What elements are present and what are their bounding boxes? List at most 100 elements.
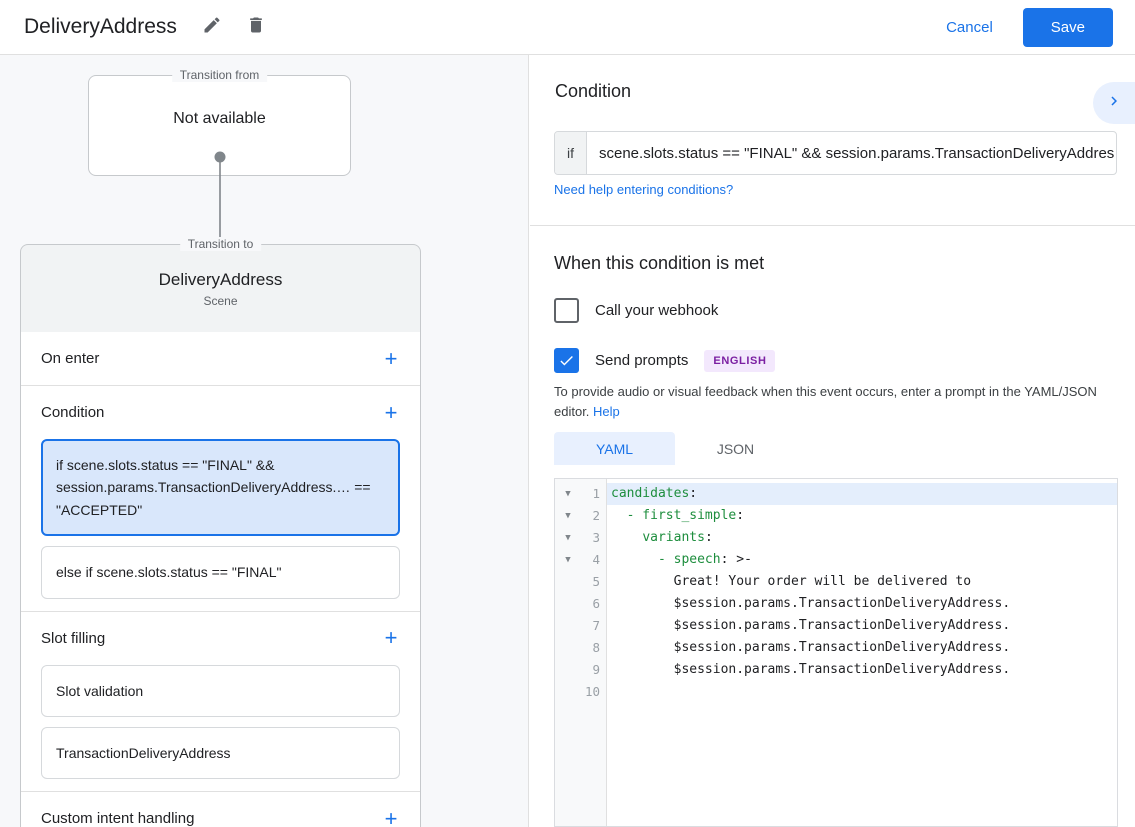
line-number: 10: [584, 684, 600, 699]
fold-toggle-icon[interactable]: ▼: [565, 511, 571, 521]
transition-to-legend: Transition to: [179, 237, 262, 251]
add-icon[interactable]: +: [384, 399, 398, 425]
line-number: 3: [592, 530, 600, 545]
panel-divider: [530, 225, 1135, 226]
scene-section: On enter +: [21, 332, 420, 385]
scene-graph-panel: Transition from Not available Transition…: [0, 55, 529, 827]
condition-header-row: Condition: [530, 55, 1135, 102]
line-number: 8: [592, 640, 600, 655]
editor-fold-column[interactable]: ▼ ▼ ▼ ▼: [555, 479, 581, 826]
tab-yaml[interactable]: YAML: [554, 432, 675, 465]
page-title: DeliveryAddress: [24, 15, 177, 38]
fold-spacer: [555, 681, 581, 703]
line-number: 1: [592, 486, 600, 501]
condition-header: Condition: [555, 81, 632, 101]
pencil-icon: [202, 15, 222, 40]
fold-toggle-icon[interactable]: ▼: [565, 489, 571, 499]
code-line[interactable]: variants:: [607, 527, 1117, 549]
send-prompts-row[interactable]: Send prompts ENGLISH: [554, 348, 776, 373]
scene-section-title: On enter: [41, 350, 100, 367]
transition-to-title: DeliveryAddress: [158, 270, 283, 289]
scene-section-header: Slot filling +: [21, 612, 420, 665]
when-condition-met-title: When this condition is met: [554, 253, 765, 273]
yaml-punct-token: :: [689, 486, 698, 501]
condition-expression-input[interactable]: if scene.slots.status == "FINAL" && sess…: [554, 131, 1117, 175]
list-item[interactable]: Slot validation: [41, 664, 400, 717]
editor-format-tabs: YAML JSON: [554, 432, 796, 465]
fold-toggle-icon[interactable]: ▼: [565, 533, 571, 543]
add-icon[interactable]: +: [384, 625, 398, 651]
yaml-punct-token: :: [736, 508, 745, 523]
scene-section-title: Custom intent handling: [41, 810, 195, 827]
line-number: 2: [592, 508, 600, 523]
yaml-punct-token: : >-: [720, 552, 752, 567]
scene-section-header: Condition +: [21, 386, 420, 439]
scene-section-title: Condition: [41, 404, 105, 421]
editor-code-area[interactable]: candidates: - first_simple: variants: - …: [607, 479, 1117, 826]
edit-name-button[interactable]: [195, 10, 229, 44]
code-line[interactable]: - first_simple:: [607, 505, 1117, 527]
code-line[interactable]: $session.params.TransactionDeliveryAddre…: [611, 640, 1011, 655]
transition-from-legend: Transition from: [171, 68, 268, 82]
list-item-selected[interactable]: if scene.slots.status == "FINAL" && sess…: [41, 439, 400, 537]
fold-spacer: [555, 593, 581, 615]
call-webhook-row[interactable]: Call your webhook: [554, 298, 718, 323]
save-button[interactable]: Save: [1022, 7, 1113, 47]
scene-section: Custom intent handling +: [21, 791, 420, 827]
fold-spacer: [555, 659, 581, 681]
scene-section-body: if scene.slots.status == "FINAL" && sess…: [21, 439, 420, 611]
yaml-key-token: - speech: [657, 552, 721, 567]
tab-json[interactable]: JSON: [716, 440, 755, 457]
transition-to-card[interactable]: Transition to DeliveryAddress Scene: [20, 237, 421, 332]
yaml-key-token: - first_simple: [626, 508, 737, 523]
prompts-help-link[interactable]: Help: [593, 404, 620, 420]
code-line[interactable]: Great! Your order will be delivered to: [611, 574, 972, 589]
list-item[interactable]: TransactionDeliveryAddress: [41, 726, 400, 780]
code-line[interactable]: - speech: >-: [607, 549, 1117, 571]
prompts-helper-sentence: To provide audio or visual feedback when…: [554, 384, 1097, 420]
send-prompts-checkbox[interactable]: [554, 348, 579, 373]
fold-spacer: [555, 637, 581, 659]
call-webhook-label: Call your webhook: [595, 302, 719, 319]
transition-to-subtitle: Scene: [203, 294, 238, 308]
line-number: 6: [592, 596, 600, 611]
condition-expression-value[interactable]: scene.slots.status == "FINAL" && session…: [599, 144, 1115, 162]
code-line[interactable]: $session.params.TransactionDeliveryAddre…: [611, 662, 1011, 677]
trash-icon: [246, 15, 266, 40]
add-icon[interactable]: +: [384, 805, 398, 827]
checkmark-icon: [560, 355, 573, 366]
fold-toggle-icon[interactable]: ▼: [565, 555, 571, 565]
code-line[interactable]: candidates:: [607, 483, 1117, 505]
line-number: 9: [592, 662, 600, 677]
scene-section-header: Custom intent handling +: [21, 792, 420, 827]
delete-button[interactable]: [239, 10, 273, 44]
prompts-helper-text: To provide audio or visual feedback when…: [554, 382, 1109, 422]
scene-section-header: On enter +: [21, 332, 420, 385]
send-prompts-label: Send prompts: [595, 352, 689, 369]
transition-from-value: Not available: [173, 110, 266, 127]
yaml-key-token: candidates: [611, 486, 690, 501]
expand-panel-button[interactable]: [1093, 82, 1135, 124]
yaml-key-token: variants: [642, 530, 705, 545]
code-line[interactable]: $session.params.TransactionDeliveryAddre…: [611, 596, 1011, 611]
scene-sections-list: On enter + Condition + if scene.slots.status…: [20, 332, 421, 827]
code-line[interactable]: $session.params.TransactionDeliveryAddre…: [611, 618, 1011, 633]
code-line[interactable]: [607, 681, 1117, 703]
top-app-bar: DeliveryAddress Cancel Save: [0, 0, 1135, 55]
condition-help-link[interactable]: Need help entering conditions?: [554, 182, 734, 197]
if-prefix-label: if: [555, 132, 587, 174]
line-number: 7: [592, 618, 600, 633]
scene-section: Condition + if scene.slots.status == "FINA…: [21, 385, 420, 611]
add-icon[interactable]: +: [384, 345, 398, 371]
line-number: 4: [592, 552, 600, 567]
fold-spacer: [555, 615, 581, 637]
list-item[interactable]: else if scene.slots.status == "FINAL": [41, 546, 400, 599]
cancel-button[interactable]: Cancel: [932, 10, 1007, 45]
language-badge: ENGLISH: [704, 349, 776, 372]
call-webhook-checkbox[interactable]: [554, 298, 579, 323]
scene-section-title: Slot filling: [41, 629, 106, 647]
chevron-right-icon: [1105, 92, 1123, 115]
